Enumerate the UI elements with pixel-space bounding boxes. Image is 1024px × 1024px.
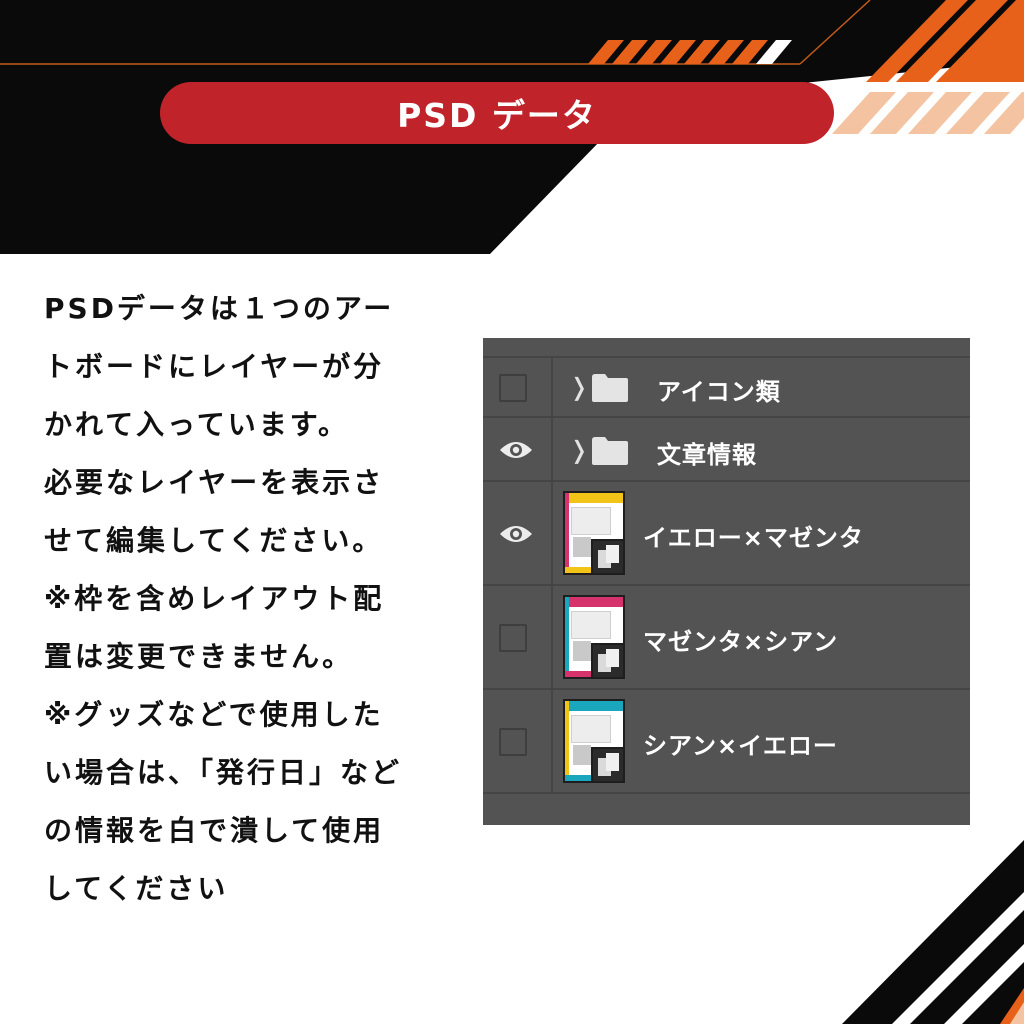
description-line: の情報を白で潰して使用 <box>44 814 385 847</box>
visibility-column <box>483 586 553 688</box>
orange-hatch <box>588 40 768 64</box>
thumb-accent <box>565 597 569 677</box>
visibility-toggle-empty[interactable] <box>499 728 527 756</box>
layers-panel: ❭ アイコン類 ❭ 文章情報 <box>483 338 970 825</box>
thumb-accent <box>565 597 623 607</box>
thumb-accent <box>565 701 569 781</box>
thumb-accent <box>565 493 623 503</box>
description-line: せて編集してください。 <box>44 524 384 557</box>
visibility-column <box>483 690 553 792</box>
chevron-right-icon[interactable]: ❭ <box>569 436 590 464</box>
description-line: 置は変更できません。 <box>44 640 354 673</box>
bottom-right-peach <box>1010 1002 1024 1024</box>
layer-name: マゼンタ×シアン <box>643 628 839 656</box>
folder-icon <box>592 437 628 465</box>
thumb-card <box>571 507 611 535</box>
layer-name: シアン×イエロー <box>643 732 838 760</box>
visibility-column <box>483 358 553 416</box>
thumb-photo <box>573 641 591 661</box>
description-line: 必要なレイヤーを表示さ <box>44 466 385 499</box>
white-hatch <box>756 40 792 64</box>
description-line: してください <box>44 872 229 905</box>
description-line: PSDデータは１つのアー <box>44 292 395 325</box>
description-line: い場合は、「発行日」など <box>44 756 403 789</box>
description-line: かれて入っています。 <box>44 408 349 441</box>
visibility-toggle-empty[interactable] <box>499 374 527 402</box>
title-banner: PSD データ <box>160 82 834 144</box>
artboard-thumbnail <box>563 491 625 575</box>
layer-row-icons[interactable]: ❭ アイコン類 <box>483 358 970 418</box>
description-text: PSDデータは１つのアー トボードにレイヤーが分 かれて入っています。 必要なレ… <box>44 280 444 918</box>
visibility-column <box>483 482 553 584</box>
layer-name: 文章情報 <box>657 441 757 469</box>
smart-object-icon <box>591 539 623 573</box>
visibility-toggle-empty[interactable] <box>499 624 527 652</box>
smart-object-icon <box>591 643 623 677</box>
thin-orange-diag <box>799 0 871 65</box>
thumb-card <box>571 611 611 639</box>
thumb-accent <box>565 701 623 711</box>
layer-row-magenta-cyan[interactable]: マゼンタ×シアン <box>483 586 970 690</box>
thumb-accent <box>565 493 569 573</box>
layer-name: アイコン類 <box>657 378 781 406</box>
description-line: ※グッズなどで使用した <box>44 698 384 731</box>
visibility-column <box>483 418 553 480</box>
top-right-diagonals <box>866 0 1024 82</box>
bottom-right-black <box>842 840 1024 1024</box>
thumb-photo <box>573 537 591 557</box>
description-line: トボードにレイヤーが分 <box>44 350 385 383</box>
layer-row-yellow-magenta[interactable]: イエロー×マゼンタ <box>483 482 970 586</box>
layer-name: イエロー×マゼンタ <box>643 524 864 552</box>
description-line: ※枠を含めレイアウト配 <box>44 582 385 615</box>
panel-top-strip <box>483 338 970 358</box>
artboard-thumbnail <box>563 595 625 679</box>
eye-icon[interactable] <box>499 439 533 461</box>
layer-row-cyan-yellow[interactable]: シアン×イエロー <box>483 690 970 794</box>
peach-hatch <box>832 92 1024 134</box>
smart-object-icon <box>591 747 623 781</box>
thumb-photo <box>573 745 591 765</box>
bottom-right-white-stripe-2 <box>944 944 1024 1024</box>
bottom-right-white-stripe <box>892 892 1024 1024</box>
folder-icon <box>592 374 628 402</box>
artboard-thumbnail <box>563 699 625 783</box>
thumb-card <box>571 715 611 743</box>
chevron-right-icon[interactable]: ❭ <box>569 373 590 401</box>
layer-row-text-info[interactable]: ❭ 文章情報 <box>483 418 970 482</box>
eye-icon[interactable] <box>499 523 533 545</box>
page-title: PSD データ <box>397 96 597 135</box>
